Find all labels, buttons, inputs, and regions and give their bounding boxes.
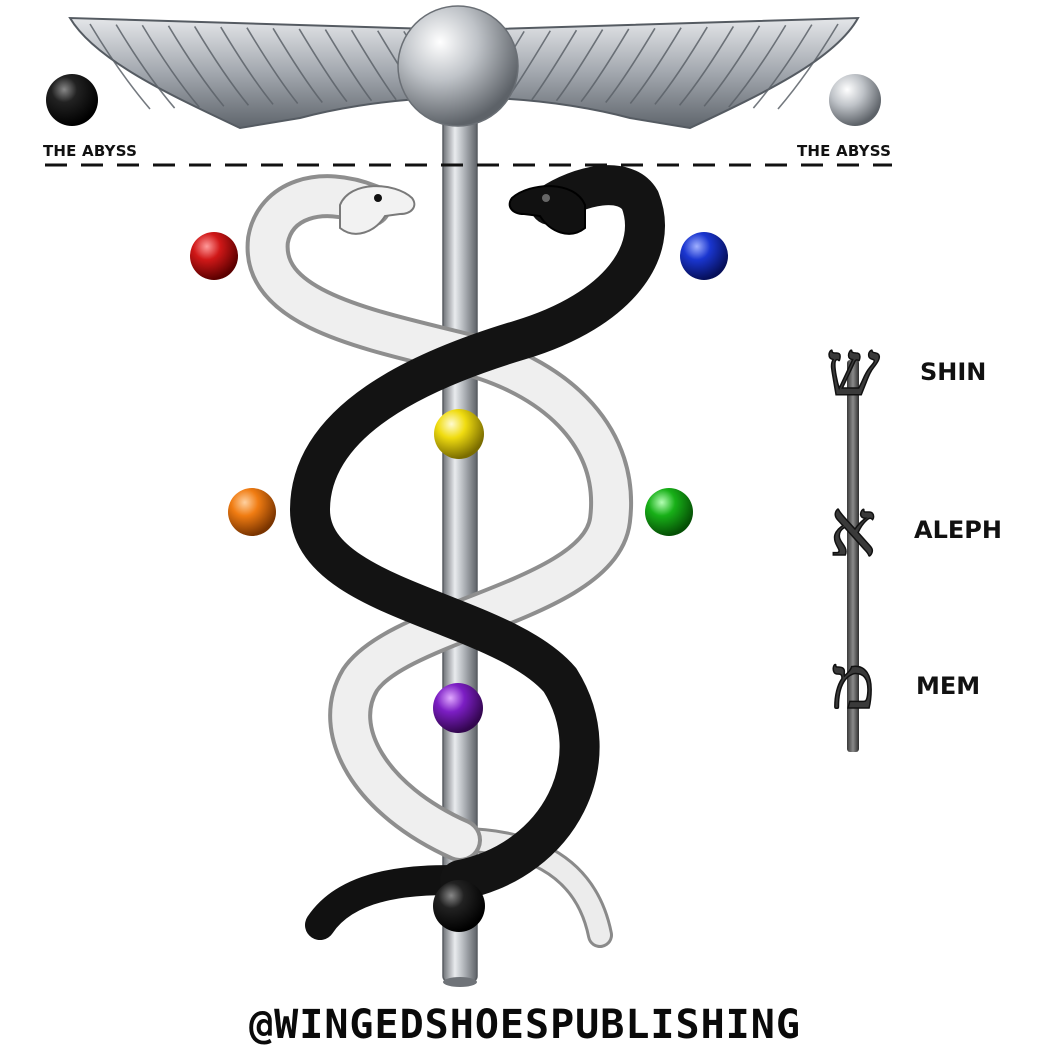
feather-line [324,29,373,102]
publisher-credit: @WINGEDSHOESPUBLISHING [249,1002,801,1048]
sphere-crown [397,5,519,127]
abyss-label-left: THE ABYSS [43,142,138,160]
sphere-top-left-black [46,74,98,126]
feather-line [678,26,735,106]
feather-line [193,26,250,106]
sphere-root-black [433,880,485,932]
wings [68,16,860,130]
abyss-label-right: THE ABYSS [797,142,892,160]
feather-line [703,25,761,107]
white-serpent-body [249,178,630,858]
black-serpent-head [508,185,586,235]
right-wing [463,16,860,130]
feather-line [531,29,578,101]
feather-line [115,24,176,109]
feather-line [246,27,299,104]
left-wing [68,16,467,130]
white-serpent-head [339,185,416,235]
sphere-blue [680,232,728,280]
mini-staff [847,360,859,752]
feather-line [555,29,604,102]
sphere-yellow [434,409,484,459]
white-serpent-eye [374,194,382,202]
feather-line [605,27,656,104]
serpents [245,165,665,948]
sphere-orange [228,488,276,536]
aleph-glyph: א [830,484,877,574]
sphere-green [645,488,693,536]
mem-glyph: מ [831,640,875,726]
black-serpent-body [289,165,665,900]
staff-base [443,977,477,987]
sphere-purple [433,683,483,733]
spheres [46,5,881,932]
shin-glyph: ש [826,324,880,413]
feather-line [728,24,787,108]
feather-line [220,26,274,105]
feather-line [141,24,200,108]
letter-label-aleph: ALEPH [914,516,1002,544]
letter-label-mem: MEM [916,672,981,700]
sphere-top-right-silver [829,74,881,126]
feather-line [350,29,397,101]
feather-line [752,24,813,109]
feather-line [629,27,682,104]
letter-label-shin: SHIN [920,358,987,386]
feather-line [654,26,708,105]
feather-line [298,28,348,103]
feather-line [167,25,225,107]
feather-line [580,28,630,103]
feather-line [777,23,839,110]
black-serpent-eye [542,194,550,202]
sphere-red [190,232,238,280]
feather-line [89,23,151,110]
hebrew-letter-staff: ש א מ [825,323,881,752]
feather-line [272,27,323,104]
